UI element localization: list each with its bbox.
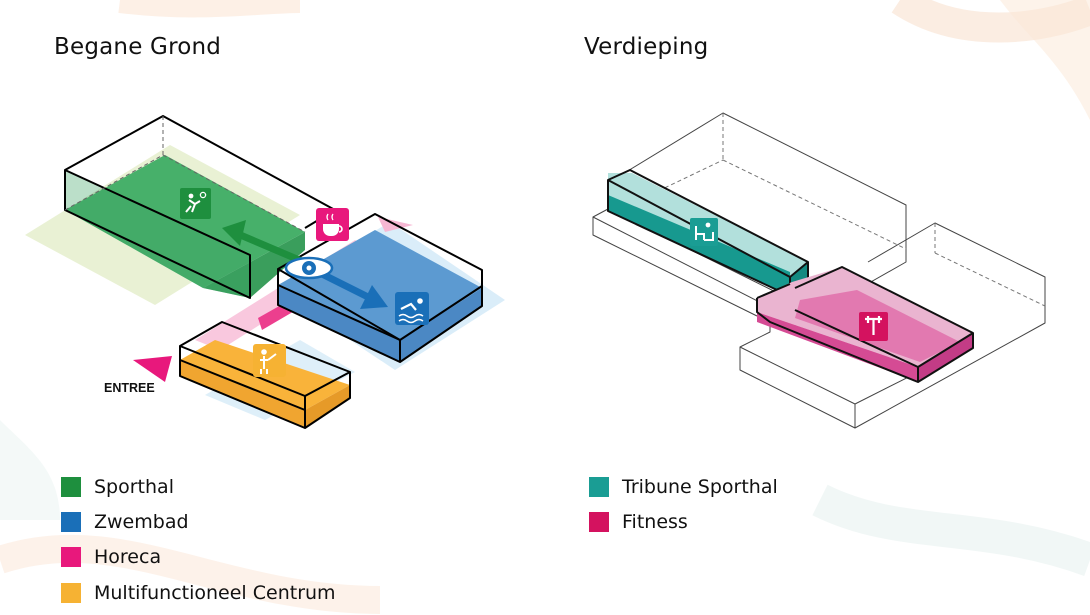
legend-item-sporthal: Sporthal	[61, 469, 336, 504]
legend-label: Tribune Sporthal	[622, 475, 778, 498]
upper-floor-legend: Tribune Sporthal Fitness	[589, 469, 778, 540]
entrance-label: ENTREE	[104, 381, 155, 395]
presenter-icon	[253, 344, 286, 377]
legend-item-zwembad: Zwembad	[61, 504, 336, 539]
legend-item-fitness: Fitness	[589, 504, 778, 539]
legend-label: Sporthal	[94, 475, 174, 498]
basketball-player-icon	[180, 188, 211, 219]
spectator-seat-icon	[690, 218, 718, 246]
eye-icon	[284, 256, 334, 280]
legend-swatch	[589, 476, 609, 497]
legend-label: Zwembad	[94, 510, 189, 533]
legend-swatch	[61, 582, 81, 603]
legend-swatch	[61, 511, 81, 532]
entrance-arrow	[133, 356, 172, 382]
ground-floor-title: Begane Grond	[54, 34, 222, 60]
upper-floor-title: Verdieping	[584, 34, 709, 60]
legend-swatch	[61, 476, 81, 497]
sporthal-direction-arrow	[222, 220, 246, 246]
coffee-cup-icon	[316, 208, 349, 241]
dumbbell-icon	[859, 312, 888, 341]
swimmer-icon	[395, 292, 429, 325]
zwembad-direction-arrow	[360, 285, 388, 309]
legend-swatch	[589, 511, 609, 532]
legend-label: Horeca	[94, 546, 162, 569]
legend-item-tribune: Tribune Sporthal	[589, 469, 778, 504]
ground-floor-legend: Sporthal Zwembad Horeca Multifunctioneel…	[61, 469, 336, 610]
legend-label: Fitness	[622, 510, 688, 533]
legend-swatch	[61, 547, 81, 568]
legend-item-multifunctioneel: Multifunctioneel Centrum	[61, 575, 336, 610]
legend-label: Multifunctioneel Centrum	[94, 581, 336, 604]
legend-item-horeca: Horeca	[61, 540, 336, 575]
